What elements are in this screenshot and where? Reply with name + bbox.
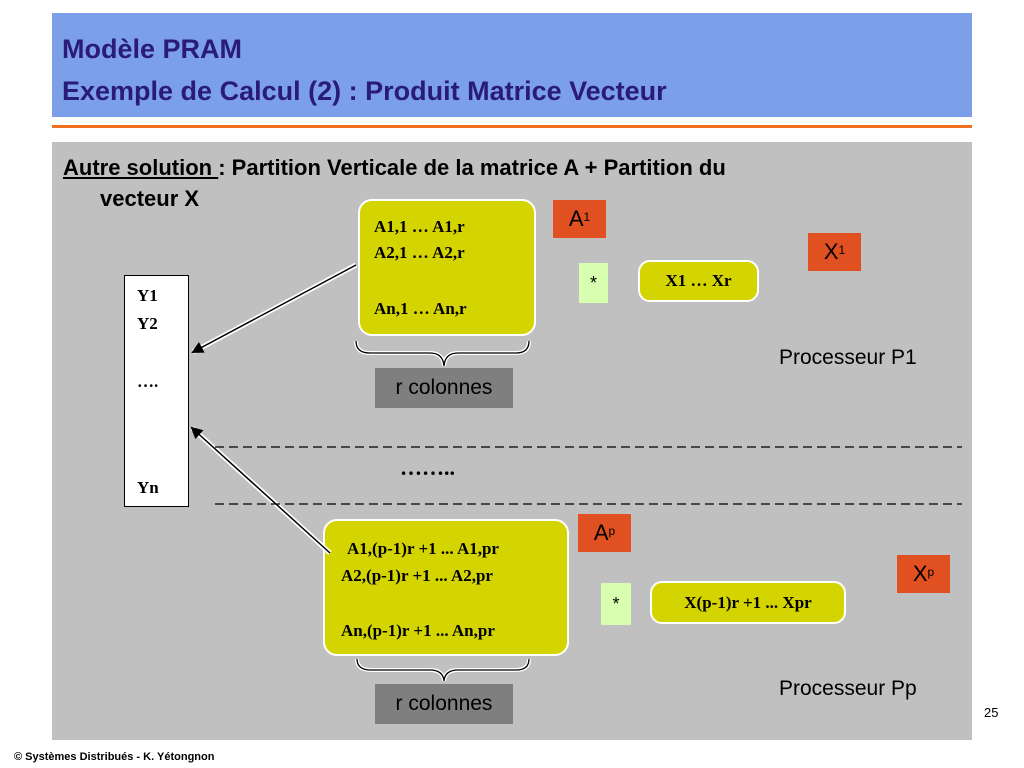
y-item: Y2 [137,314,158,333]
pp-processor-label: Processeur Pp [779,677,917,700]
accent-divider [52,125,972,128]
title-bar [52,13,972,117]
p1-matrix-row: An,1 … An,r [374,299,467,318]
p1-processor-label: Processeur P1 [779,346,917,369]
subtitle: Autre solution : Partition Verticale de … [63,152,726,214]
pp-matrix-block: A1,(p-1)r +1 ... A1,pr A2,(p-1)r +1 ... … [323,519,569,656]
pp-matrix-row: A1,(p-1)r +1 ... A1,pr [347,539,499,558]
page-number: 25 [984,705,999,720]
arrow-p1-to-y [191,262,358,355]
p1-matrix-row: A2,1 … A2,r [374,243,465,262]
pp-columns-label: r colonnes [375,684,513,724]
footer-copyright: © Systèmes Distribués - K. Yétongnon [14,751,215,763]
y-item: …. [137,372,159,391]
y-item: Yn [137,478,159,497]
y-item: Y1 [137,286,158,305]
subtitle-rest: : Partition Verticale de la matrice A + … [218,155,726,180]
arrow-pp-to-y [190,426,332,555]
subtitle-line-2: vecteur X [100,186,200,211]
pp-multiply-sign: * [601,583,631,625]
p1-multiply-sign: * [579,263,608,303]
title-line-1: Modèle PRAM [62,34,243,64]
p1-x-vector: X1 … Xr [638,260,759,302]
separator-dots: …….. [400,455,455,480]
pp-matrix-row: An,(p-1)r +1 ... An,pr [341,621,495,640]
subtitle-underlined: Autre solution [63,155,219,180]
pp-x-vector: X(p-1)r +1 ... Xpr [650,581,846,624]
y-vector-box: Y1 Y2 …. Yn [124,275,189,507]
p1-matrix-block: A1,1 … A1,r A2,1 … A2,r An,1 … An,r [358,199,536,336]
p1-columns-label: r colonnes [375,368,513,408]
pp-matrix-row: A2,(p-1)r +1 ... A2,pr [341,566,493,585]
p1-matrix-row: A1,1 … A1,r [374,217,465,236]
title-line-2: Exemple de Calcul (2) : Produit Matrice … [62,76,667,106]
